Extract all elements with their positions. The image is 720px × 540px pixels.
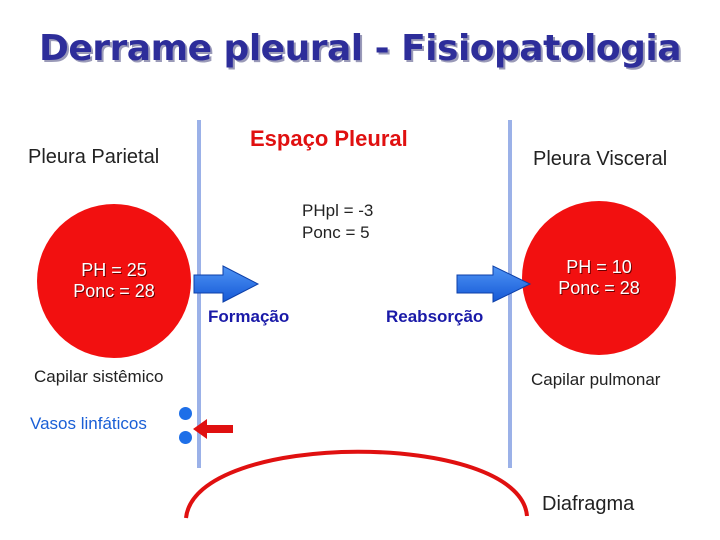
lymphatic-vessels-label: Vasos linfáticos [30, 414, 147, 433]
phpl-value: PHpl = -3 [302, 201, 374, 220]
pleural-pressure-block: PHpl = -3 Ponc = 5 [302, 200, 373, 244]
lymph-dot-icon [179, 407, 192, 420]
formation-label: Formação [208, 307, 290, 326]
right-ph-value: PH = 10 [566, 257, 632, 277]
systemic-capillary-label: Capilar sistêmico [34, 367, 164, 386]
systemic-capillary-circle: PH = 25 Ponc = 28 [37, 204, 191, 358]
diaphragm-curve [184, 449, 529, 519]
diaphragm-label: Diafragma [542, 493, 635, 515]
visceral-pleura-label: Pleura Visceral [533, 148, 668, 170]
left-ph-value: PH = 25 [81, 260, 147, 280]
pulmonary-capillary-label: Capilar pulmonar [531, 370, 661, 389]
reabsorption-label: Reabsorção [386, 307, 484, 326]
right-ponc-value: Ponc = 28 [558, 278, 640, 298]
lymph-arrow-icon [193, 419, 233, 439]
formation-arrow-icon [193, 265, 260, 303]
pleural-space-label: Espaço Pleural [250, 126, 408, 151]
parietal-pleura-line [197, 120, 201, 468]
pulmonary-capillary-circle: PH = 10 Ponc = 28 [522, 201, 676, 355]
slide-title: Derrame pleural - Fisiopatologia [38, 28, 682, 69]
left-ponc-value: Ponc = 28 [73, 281, 155, 301]
parietal-pleura-label: Pleura Parietal [28, 146, 160, 168]
lymph-dot-icon [179, 431, 192, 444]
reabsorption-arrow-icon [456, 265, 532, 303]
ponc-center-value: Ponc = 5 [302, 223, 370, 242]
